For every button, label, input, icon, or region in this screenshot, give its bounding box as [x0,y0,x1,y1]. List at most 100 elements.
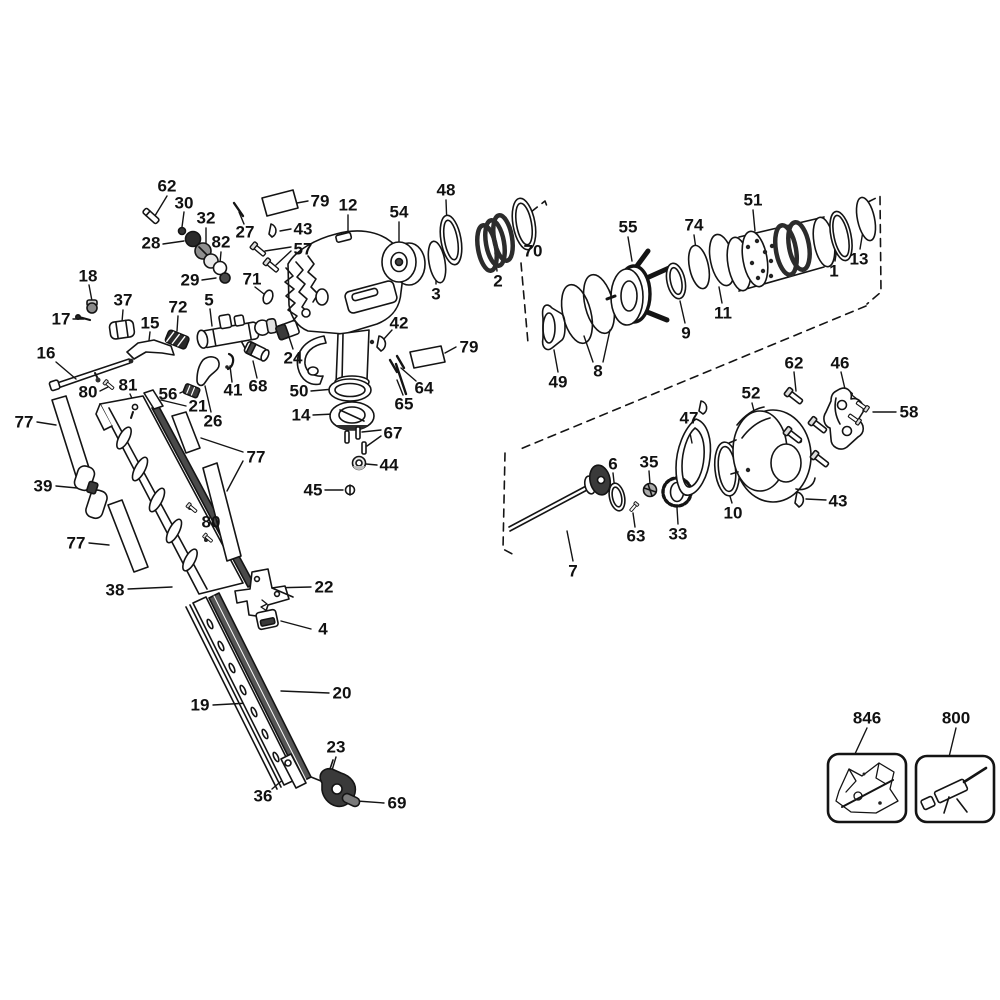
part-label-67: 67 [383,423,403,443]
part-label-39: 39 [33,476,53,496]
part-41-clip-drawing [225,352,235,371]
part-79-plate-drawing [261,189,299,217]
part-27-pin-drawing [232,201,245,218]
part-74-oring-drawing [687,244,711,290]
part-label-55: 55 [618,217,638,237]
part-label-50: 50 [289,381,309,401]
part-label-72: 72 [168,297,188,317]
part-label-18: 18 [78,266,98,286]
part-label-6: 6 [608,454,618,474]
part-62-screw-b-drawing [782,386,806,407]
part-label-54: 54 [389,202,409,222]
part-label-800: 800 [941,708,971,728]
part-label-82: 82 [211,232,231,252]
part-label-23: 23 [326,737,346,757]
part-24-bracket-drawing [275,319,300,341]
part-label-32: 32 [196,208,216,228]
part-label-62: 62 [157,176,177,196]
part-5-trigger-valve-drawing [196,313,278,351]
part-label-46: 46 [830,353,850,373]
part-39-latch-drawing [73,465,108,520]
part-label-69: 69 [387,793,407,813]
part-label-14: 14 [291,405,311,425]
part-label-2: 2 [493,271,503,291]
part-label-62b: 62 [784,353,804,373]
part-label-45: 45 [303,480,323,500]
part-81-pin-drawing [130,403,139,419]
part-label-80b: 80 [201,512,221,532]
part-label-38: 38 [105,580,125,600]
part-42-seal-drawing [376,335,387,352]
part-label-10: 10 [723,503,743,523]
part-label-63: 63 [626,526,646,546]
part-label-9: 9 [681,323,691,343]
part-18-nut-drawing [86,299,98,314]
part-28-cap-drawing [184,230,202,248]
part-13-oring-drawing [855,196,877,242]
part-51-cylinder-drawing [726,216,836,292]
part-67-pins-drawing [344,426,367,455]
part-label-64: 64 [414,378,434,398]
part-label-58: 58 [899,402,919,422]
part-14-guide-cup-drawing [329,401,375,431]
part-7-shaft-drawing [508,464,612,532]
part-label-57: 57 [293,239,313,259]
mount-screw-c-drawing [808,449,832,470]
part-6-oring-drawing [608,482,626,512]
parts-kit-pouch-icon [835,762,899,814]
part-label-11: 11 [714,303,732,323]
part-69-pin-drawing [341,792,361,808]
part-label-30: 30 [174,193,194,213]
part-32-valve-stem-drawing [194,242,219,269]
part-label-42: 42 [389,313,409,333]
part-label-65: 65 [394,394,414,414]
part-43-seal-drawing [268,223,277,238]
part-1-oring-drawing [829,210,853,262]
part-8-oring-pair-drawing [560,273,616,345]
part-57-screw-a-drawing [249,240,268,259]
part-label-1: 1 [829,261,839,281]
part-4-clip-drawing [255,608,279,631]
part-label-56: 56 [158,384,178,404]
dashed-group-outline-cap [502,305,867,557]
part-55-piston-driver-drawing [605,248,672,326]
part-label-44: 44 [379,455,399,475]
part-43-seal-b-drawing [794,491,805,508]
part-label-846: 846 [852,708,882,728]
part-label-13: 13 [849,249,869,269]
part-label-19: 19 [190,695,210,715]
part-label-28: 28 [141,233,161,253]
part-77-strip-c-drawing [171,411,201,454]
part-label-71: 71 [242,269,262,289]
part-2-piston-ring-stack-drawing [475,213,515,273]
part-68-valve-drawing [243,340,270,362]
part-label-36: 36 [253,786,273,806]
part-29-nut-drawing [219,272,231,284]
part-36-pusher-drawing [280,753,307,789]
part-label-41: 41 [223,380,243,400]
part-19-rail-drawing [185,596,298,790]
part-label-48: 48 [436,180,456,200]
part-47-gasket-drawing [675,418,712,496]
part-26-trigger-drawing [196,356,220,387]
part-label-27: 27 [235,222,255,242]
part-16-rod-drawing [48,358,134,392]
part-label-24: 24 [283,348,303,368]
part-label-43b: 43 [828,491,848,511]
part-label-49: 49 [548,372,568,392]
part-label-8: 8 [593,361,603,381]
part-label-79a: 79 [310,191,330,211]
part-3-oring-drawing [427,240,447,284]
part-71-oring-drawing [262,289,274,305]
part-label-4: 4 [318,619,328,639]
part-label-51: 51 [743,190,763,210]
part-77-strip-b-drawing [107,499,149,573]
dashed-group-outline-cylinder [520,195,882,344]
part-label-33: 33 [668,524,688,544]
part-79-plate-b-drawing [409,345,446,369]
part-65-pin-drawing [394,362,408,396]
part-72-spring-drawing [164,329,190,350]
part-label-16: 16 [36,343,56,363]
part-label-29: 29 [180,270,200,290]
